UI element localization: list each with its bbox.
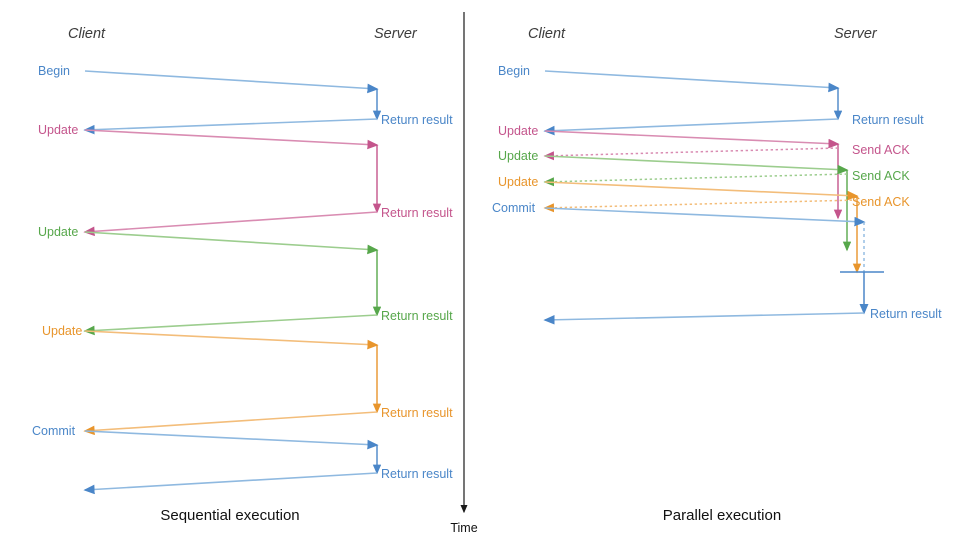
request-label: Update bbox=[38, 123, 78, 137]
request-arrow bbox=[544, 207, 866, 227]
actor-label-client-parallel: Client bbox=[528, 26, 566, 42]
request-arrow bbox=[544, 130, 840, 149]
response-label: Return result bbox=[381, 467, 453, 481]
panel-captions: Sequential execution Parallel execution bbox=[160, 507, 781, 524]
response-arrow bbox=[83, 411, 378, 436]
response-arrow bbox=[543, 312, 865, 325]
response-label: Return result bbox=[381, 406, 453, 420]
request-label: Begin bbox=[38, 64, 70, 78]
response-arrow bbox=[83, 472, 378, 495]
response-arrow bbox=[83, 314, 378, 336]
request-arrow bbox=[544, 155, 849, 175]
request-label: Update bbox=[498, 175, 538, 189]
request-label: Commit bbox=[32, 424, 76, 438]
response-label: Return result bbox=[381, 206, 453, 220]
ack-label: Send ACK bbox=[852, 195, 910, 209]
ack-label: Send ACK bbox=[852, 143, 910, 157]
request-arrow bbox=[84, 430, 379, 450]
request-label: Update bbox=[38, 225, 78, 239]
actor-headers: Client Server Client Server bbox=[68, 26, 878, 42]
response-arrow bbox=[83, 211, 378, 237]
request-arrow bbox=[84, 330, 379, 350]
response-label: Return result bbox=[381, 309, 453, 323]
request-label: Update bbox=[498, 149, 538, 163]
response-arrow bbox=[543, 118, 839, 136]
request-arrow bbox=[544, 181, 859, 201]
request-label: Update bbox=[498, 124, 538, 138]
ack-label: Send ACK bbox=[852, 169, 910, 183]
ack-arrow bbox=[543, 199, 858, 213]
response-label: Return result bbox=[852, 113, 924, 127]
actor-label-server-parallel: Server bbox=[834, 26, 878, 42]
panel-caption-parallel: Parallel execution bbox=[663, 507, 781, 524]
request-label: Begin bbox=[498, 64, 530, 78]
request-arrow bbox=[84, 129, 379, 150]
response-label: Return result bbox=[381, 113, 453, 127]
request-arrow bbox=[544, 70, 840, 93]
ack-arrow bbox=[543, 173, 848, 187]
request-label: Update bbox=[42, 324, 82, 338]
request-arrow bbox=[84, 70, 379, 94]
response-arrow bbox=[83, 118, 378, 135]
panel-caption-sequential: Sequential execution bbox=[160, 507, 299, 524]
request-label: Commit bbox=[492, 201, 536, 215]
time-axis: Time bbox=[450, 12, 478, 535]
request-arrow bbox=[84, 231, 379, 255]
actor-label-client-sequential: Client bbox=[68, 26, 106, 42]
time-axis-label: Time bbox=[450, 521, 477, 535]
response-label: Return result bbox=[870, 307, 942, 321]
ack-arrow bbox=[543, 147, 839, 161]
actor-label-server-sequential: Server bbox=[374, 26, 418, 42]
